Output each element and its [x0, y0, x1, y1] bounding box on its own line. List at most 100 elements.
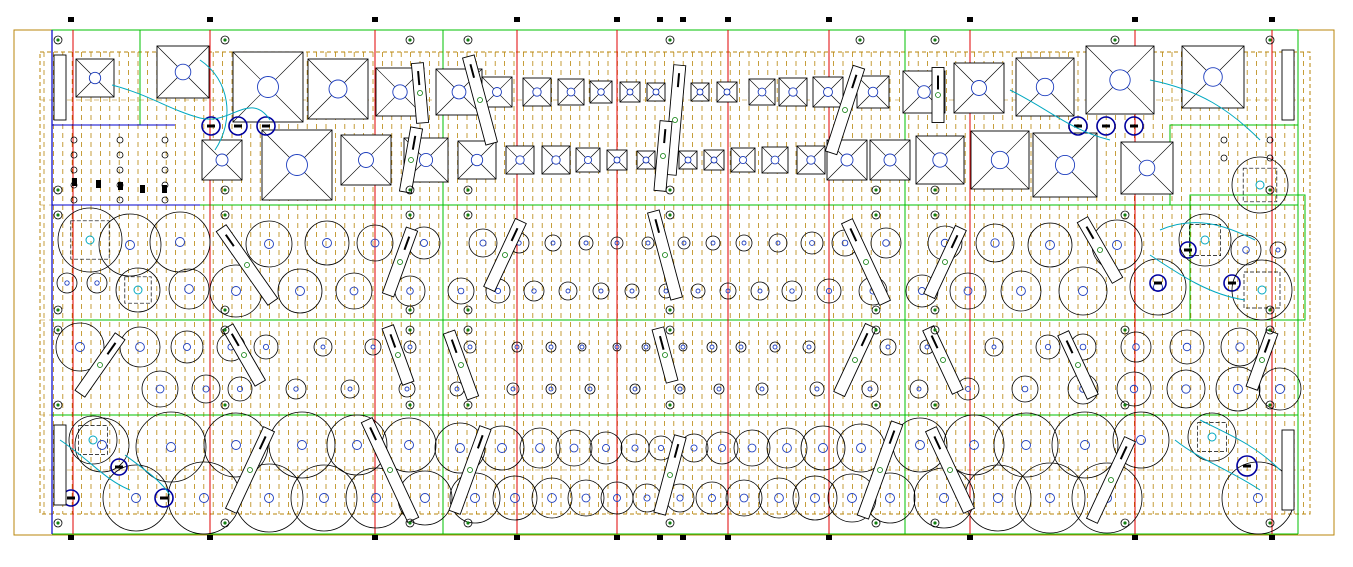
roller-circle [1215, 366, 1261, 412]
anchor-bolt [855, 35, 865, 45]
roller-center [716, 386, 722, 392]
column-marker-bottom [514, 535, 520, 540]
anchor-bolt [930, 305, 940, 315]
anchor-bolt-ring [930, 185, 940, 195]
roller-center [789, 288, 795, 294]
anchor-bolt-core [933, 403, 937, 407]
housing-bore [551, 155, 561, 165]
roller-center [125, 240, 135, 250]
anchor-bolt [405, 305, 415, 315]
housing-bore [257, 76, 279, 98]
anchor-bolt-core [1123, 213, 1127, 217]
roller-outline [356, 224, 394, 262]
roller-center [710, 240, 716, 246]
roller-center [135, 342, 145, 352]
roller-center [264, 493, 274, 503]
plate-pin [1075, 362, 1081, 368]
roller-circle [511, 341, 523, 353]
tilted-plate [215, 224, 279, 306]
roller-circle [268, 411, 336, 479]
plate-outline [74, 332, 126, 398]
roller-outline [1129, 258, 1187, 316]
anchor-bolt-core [874, 521, 878, 525]
anchor-bolt-core [874, 308, 878, 312]
anchor-bolt [871, 325, 881, 335]
anchor-bolt-core [1268, 38, 1272, 42]
plate-outline [651, 326, 679, 384]
anchor-bolt [1120, 210, 1130, 220]
roller-outline [975, 223, 1015, 263]
roller-center [349, 286, 359, 296]
roller-center [915, 440, 925, 450]
roller-circle [313, 337, 333, 357]
plate-outline [833, 322, 877, 398]
anchor-bolt-core [933, 328, 937, 332]
column-marker-bottom [1132, 535, 1138, 540]
roller-circle [558, 281, 578, 301]
anchor-bolt-core [466, 328, 470, 332]
roller-outline [695, 481, 729, 515]
roller-center [643, 494, 651, 502]
square-housing [307, 58, 369, 120]
anchor-bolt-ring [1265, 305, 1275, 315]
bearing-ring [1124, 116, 1144, 136]
roller-center [175, 237, 185, 247]
roller-outline [677, 236, 691, 250]
plate-slot [1263, 338, 1271, 353]
roller-outline [531, 477, 573, 519]
housing-bore [597, 88, 605, 96]
roller-outline [511, 341, 523, 353]
anchor-bolt-ring [53, 35, 63, 45]
housing-bore [583, 155, 593, 165]
roller-center [809, 240, 815, 246]
plate-outline [215, 224, 279, 306]
roller-center [806, 344, 812, 350]
roller-center [614, 240, 620, 246]
roller-center [587, 386, 593, 392]
roller-center [550, 240, 556, 246]
anchor-bolt-core [1123, 403, 1127, 407]
anchor-bolt-core [668, 308, 672, 312]
roller-center [97, 440, 107, 450]
tilted-plate [651, 326, 679, 384]
tilted-plate [1245, 329, 1279, 391]
plate-slot [224, 234, 235, 247]
anchor-bolt [871, 185, 881, 195]
roller-center [916, 386, 922, 392]
tilted-plate [833, 322, 877, 398]
drive-unit [1187, 412, 1237, 462]
bolt-hole [116, 196, 124, 204]
anchor-bolt-core [1268, 188, 1272, 192]
anchor-bolt-ring [463, 210, 473, 220]
side-rail [1281, 429, 1295, 511]
plate-pin [97, 362, 103, 368]
terminal-block [72, 178, 77, 186]
anchor-bolt-ring [1120, 325, 1130, 335]
housing-bore [696, 88, 704, 96]
anchor-bolt-core [56, 188, 60, 192]
housing-bore [867, 86, 879, 98]
plate-slot [654, 219, 661, 234]
bearing-outer [1236, 455, 1258, 477]
anchor-bolt-ring [930, 400, 940, 410]
tilted-plate [462, 54, 498, 146]
roller-outline [816, 278, 842, 304]
roller-circle [705, 235, 721, 251]
tilted-plate [360, 417, 420, 523]
anchor-bolt [53, 185, 63, 195]
anchor-bolt [665, 185, 675, 195]
roller-center [579, 344, 585, 350]
roller-circle [758, 477, 800, 519]
roller-outline [1166, 369, 1206, 409]
drive-center [1200, 235, 1210, 245]
bearing-ring [1068, 116, 1088, 136]
roller-circle [612, 342, 622, 352]
drive-housing [1231, 259, 1293, 321]
anchor-bolt-core [668, 521, 672, 525]
square-housing [869, 139, 911, 181]
plate-slot [663, 129, 667, 144]
roller-circle [1051, 411, 1119, 479]
roller-circle [468, 228, 498, 258]
anchor-bolt-core [874, 188, 878, 192]
drive-unit [57, 207, 123, 273]
